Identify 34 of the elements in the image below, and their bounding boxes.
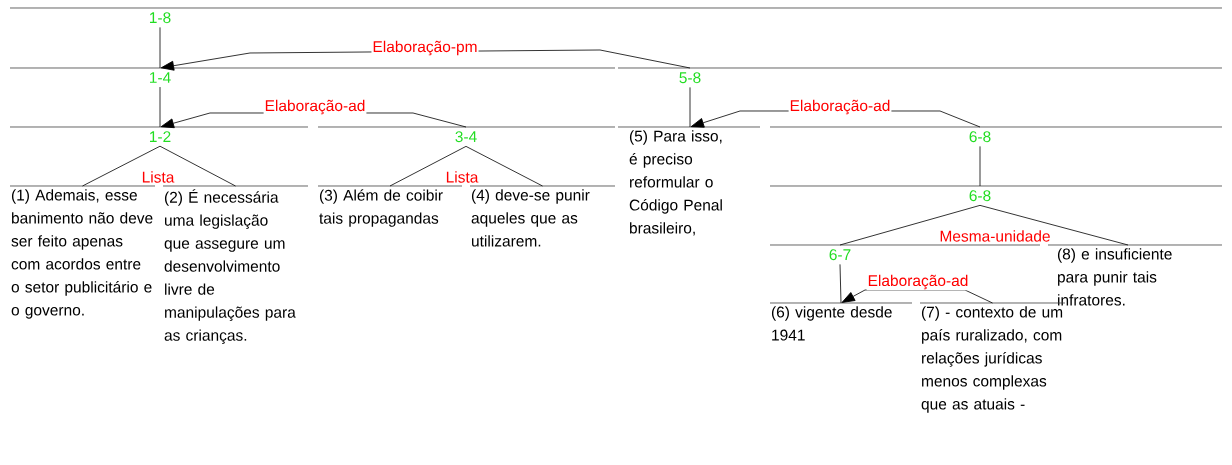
relation-label: Lista: [444, 170, 480, 184]
span-segment: 6-7: [769, 244, 1041, 261]
connector-line: [689, 86, 691, 128]
text-segment: (1) Ademais, esse banimento não deve ser feito apenas com acordos entre o setor publicitário e o governo.: [9, 185, 156, 319]
relation-label: Elaboração-ad: [263, 98, 367, 116]
span-segment: 3-4: [317, 126, 616, 143]
text-segment: (4) deve-se punir aqueles que as utilizarem.: [469, 185, 616, 247]
connector-line: [979, 145, 981, 187]
span-segment: 6-8: [769, 126, 1223, 143]
relation-label: Mesma-unidade: [938, 229, 1052, 243]
text-segment: (2) É necessária uma legislação que assegure um desenvolvimento livre de manipulações para as crianças.: [162, 185, 309, 344]
text-segment: (6) vigente desde 1941: [769, 302, 913, 341]
span-segment: 1-2: [9, 126, 309, 142]
connector-line: [159, 145, 236, 187]
span-segment: 1-8: [9, 7, 1223, 24]
relation-label: Elaboração-pm: [371, 39, 479, 57]
connector-line: [839, 204, 981, 246]
connector-line: [839, 263, 842, 304]
relation-label: Elaboração-ad: [866, 273, 970, 291]
span-segment: 1-4: [9, 67, 616, 83]
span-segment: 6-8: [769, 185, 1223, 202]
text-segment: (3) Além de coibir tais propagandas: [317, 185, 463, 227]
connector-line: [465, 145, 543, 187]
connector-line: [389, 145, 467, 187]
span-segment: 5-8: [617, 67, 1223, 84]
connector-line: [159, 26, 161, 69]
relation-label: Elaboração-ad: [788, 98, 892, 116]
connector-line: [82, 145, 161, 187]
text-segment: (5) Para isso, é preciso reformular o Código Penal brasileiro,: [617, 126, 761, 236]
arrow: [841, 289, 993, 304]
text-segment: (8) e insuficiente para punir tais infratores.: [1047, 244, 1223, 306]
connector-line: [979, 204, 1129, 246]
relation-label: Lista: [140, 170, 176, 184]
connector-line: [159, 86, 161, 128]
